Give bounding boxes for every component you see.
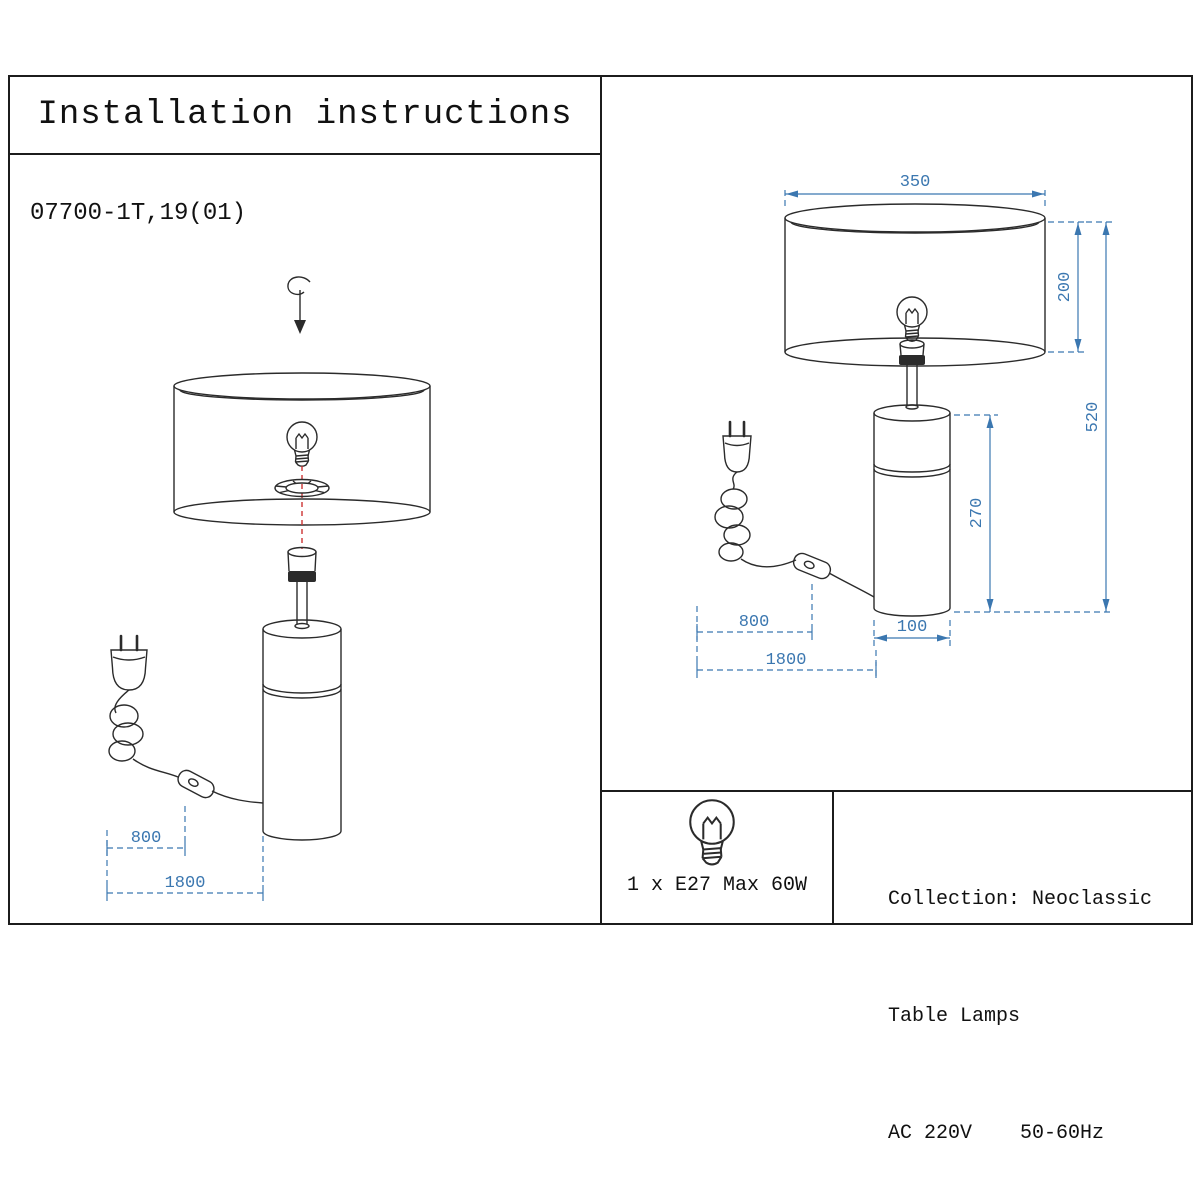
dim-label-270: 270 <box>968 498 987 529</box>
technical-drawing: 800 1800 <box>106 173 1114 901</box>
spec-box-top-line <box>600 790 1193 792</box>
lampshade-assembled <box>784 203 1046 367</box>
lamp-base-assembled <box>873 404 951 617</box>
dim-label-800-left: 800 <box>131 829 162 848</box>
dim-label-800-right: 800 <box>739 613 770 632</box>
lamp-holder <box>287 546 317 630</box>
category-label: Table Lamps <box>888 1005 1021 1028</box>
lamp-base <box>262 619 342 841</box>
left-exploded-view: 800 1800 <box>106 276 431 901</box>
dim-label-350: 350 <box>900 173 931 192</box>
dimension-520: 520 <box>954 221 1114 613</box>
light-bulb-icon <box>286 421 318 467</box>
lamp-holder-assembled <box>899 339 925 410</box>
collection-label: Collection: Neoclassic <box>888 888 1153 911</box>
power-plug-assembled-icon <box>722 420 752 473</box>
power-plug-icon <box>110 634 148 691</box>
power-label: AC 220V 50-60Hz <box>888 1122 1105 1145</box>
dimension-350: 350 <box>784 173 1046 206</box>
dim-label-1800-left: 1800 <box>165 874 206 893</box>
page: { "title": "Installation instructions", … <box>8 75 1193 1145</box>
model-number: 07700-1T,19(01) <box>30 200 247 227</box>
dim-label-520: 520 <box>1084 402 1103 433</box>
dim-label-100: 100 <box>897 618 928 637</box>
dimension-1800-right: 1800 <box>696 650 877 678</box>
dimension-800-left: 800 <box>106 806 186 885</box>
rotation-arrow-icon <box>287 276 311 334</box>
spec-text-block: Collection: Neoclassic Table Lamps AC 22… <box>888 802 1152 1192</box>
dimension-270: 270 <box>954 414 998 612</box>
light-bulb-assembled-icon <box>896 296 928 342</box>
power-cord-assembled <box>714 471 875 598</box>
dim-label-1800-right: 1800 <box>766 651 807 670</box>
socket-ring <box>274 478 330 498</box>
dim-label-200: 200 <box>1056 272 1075 303</box>
bulb-spec-icon <box>689 799 735 866</box>
page-title: Installation instructions <box>37 96 573 134</box>
power-cord <box>108 689 264 804</box>
right-assembled-view: 350 200 520 270 100 <box>696 173 1114 678</box>
center-divider <box>600 75 602 925</box>
inline-switch <box>177 769 215 799</box>
dimension-200: 200 <box>1048 221 1086 353</box>
dimension-1800-left: 1800 <box>106 836 264 901</box>
inline-switch-assembled <box>792 552 832 580</box>
spec-box-divider <box>832 790 834 925</box>
dimension-800-right: 800 <box>696 584 813 662</box>
dimension-100: 100 <box>873 618 951 646</box>
title-box: Installation instructions <box>8 75 602 155</box>
bulb-spec-label: 1 x E27 Max 60W <box>626 874 808 897</box>
